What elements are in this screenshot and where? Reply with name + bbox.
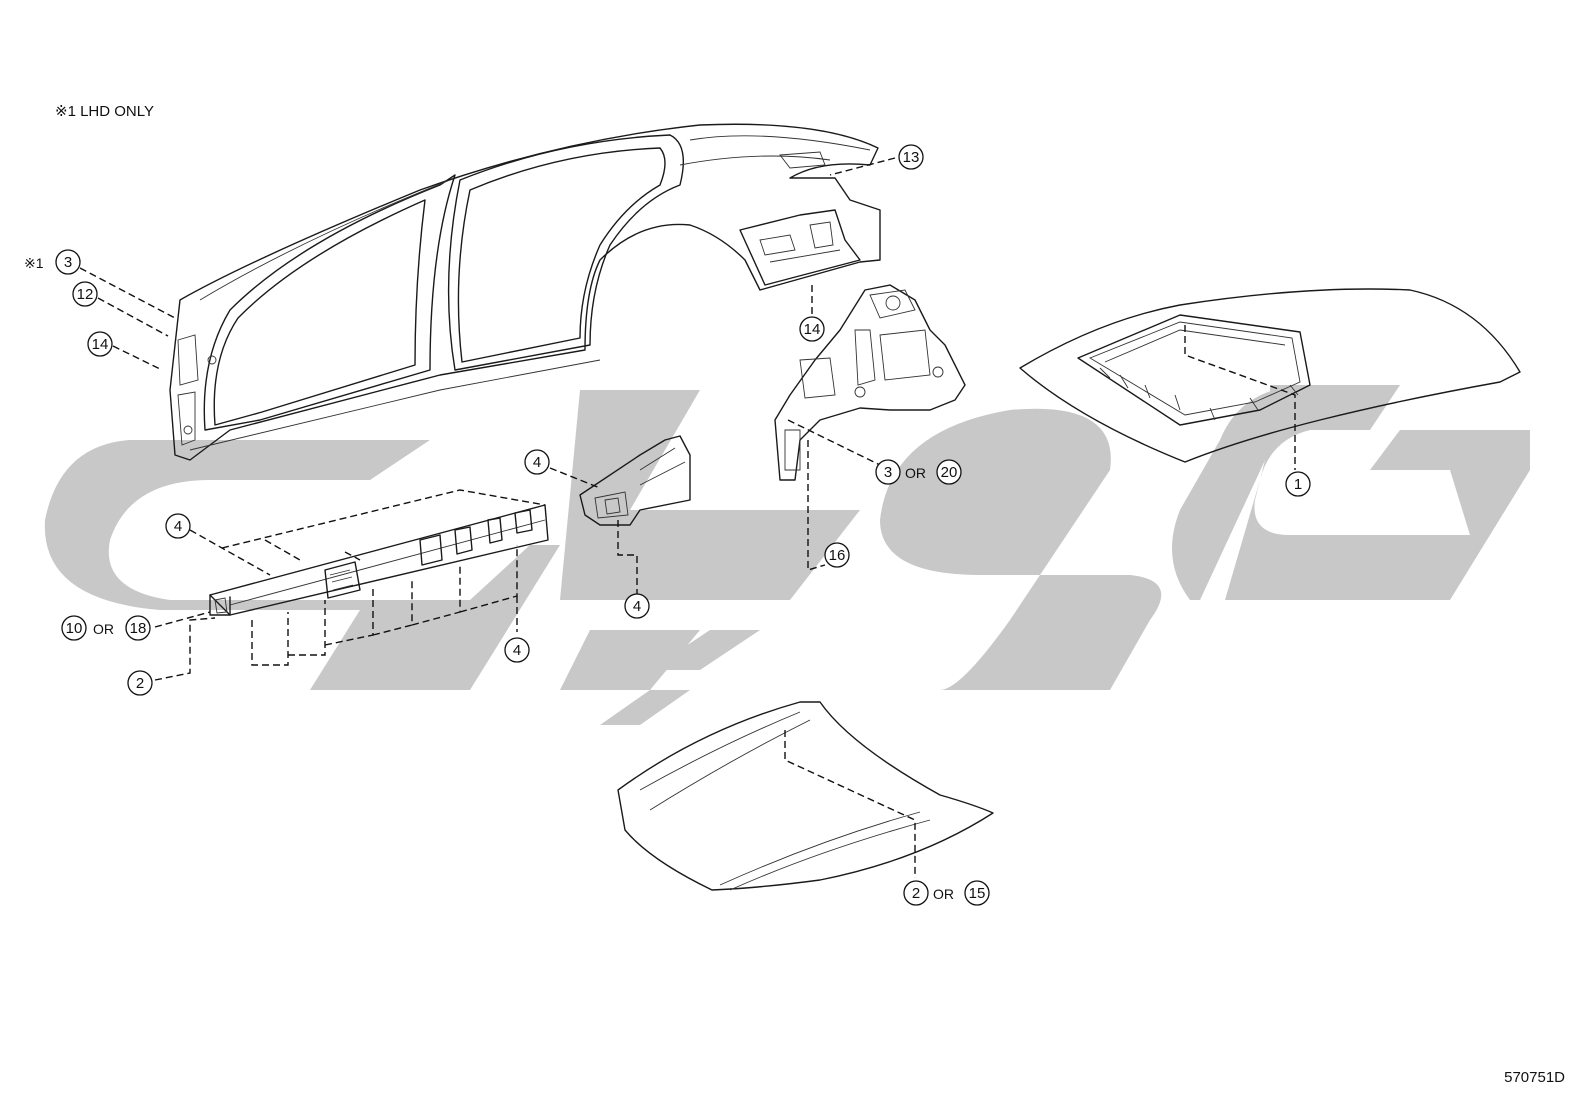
- callout-2-bumper-text: 2: [136, 675, 144, 692]
- callout-10-text: 10: [66, 620, 83, 637]
- lhd-note: ※1 LHD ONLY: [55, 103, 154, 120]
- callout-3-lhd-text: 3: [64, 254, 72, 271]
- callout-14-a-text: 14: [92, 336, 109, 353]
- callout-14-b: 14: [799, 316, 825, 342]
- leader-lines: [79, 157, 1296, 878]
- front-side-member: [209, 504, 549, 616]
- callout-4-b-text: 4: [633, 598, 641, 615]
- callout-3-apron-text: 3: [884, 464, 892, 481]
- or-label-2-15: OR: [933, 886, 954, 902]
- callout-1-text: 1: [1294, 476, 1302, 493]
- watermark-logo: [44, 385, 1530, 725]
- callout-16: 16: [824, 542, 850, 568]
- callout-4-a: 4: [524, 449, 550, 475]
- callout-12-text: 12: [77, 286, 94, 303]
- callout-2-bumper: 2: [127, 670, 153, 696]
- callout-20: 20: [936, 459, 962, 485]
- lhd-mark-label: ※1: [24, 255, 44, 271]
- body-side-panel: [169, 123, 881, 461]
- callout-4-c-text: 4: [174, 518, 182, 535]
- callout-2-hood-text: 2: [912, 885, 920, 902]
- callout-18-text: 18: [130, 620, 147, 637]
- callout-14-a: 14: [87, 331, 113, 357]
- callout-4-d: 4: [504, 637, 530, 663]
- figure-id: 570751D: [1504, 1069, 1565, 1086]
- callout-3-lhd: 3: [55, 249, 81, 275]
- or-label-3-20: OR: [905, 465, 926, 481]
- callout-18: 18: [125, 615, 151, 641]
- callout-16-text: 16: [829, 547, 846, 564]
- callout-4-c: 4: [165, 513, 191, 539]
- callout-2-hood: 2: [903, 880, 929, 906]
- callout-13-text: 13: [903, 149, 920, 166]
- apron-bracket: [579, 435, 691, 526]
- callout-13: 13: [898, 144, 924, 170]
- callout-4-a-text: 4: [533, 454, 541, 471]
- callout-3-apron: 3: [875, 459, 901, 485]
- callout-12: 12: [72, 281, 98, 307]
- callout-15: 15: [964, 880, 990, 906]
- callout-20-text: 20: [941, 464, 958, 481]
- hood-panel: [617, 701, 994, 891]
- callout-14-b-text: 14: [804, 321, 821, 338]
- callout-4-b: 4: [624, 593, 650, 619]
- callout-1: 1: [1285, 471, 1311, 497]
- or-label-10-18: OR: [93, 621, 114, 637]
- roof-panel: [1019, 288, 1521, 463]
- callout-4-d-text: 4: [513, 642, 521, 659]
- callout-10: 10: [61, 615, 87, 641]
- rear-wheelhouse-panel: [774, 284, 966, 481]
- callout-15-text: 15: [969, 885, 986, 902]
